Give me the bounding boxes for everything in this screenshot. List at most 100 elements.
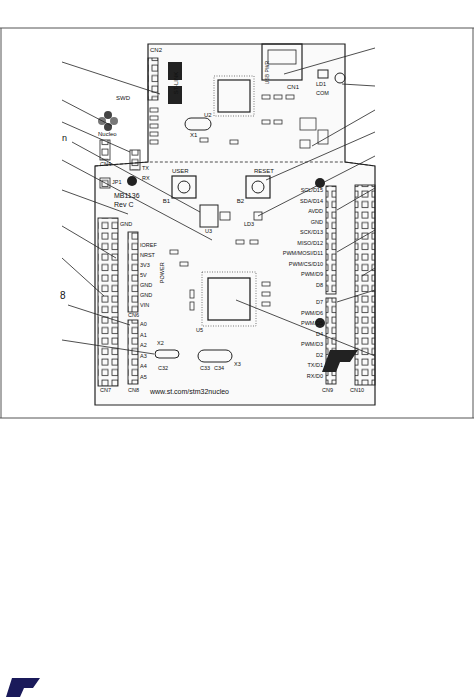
- silkscreen-label: VIN: [140, 303, 149, 309]
- leader-line: [62, 62, 212, 354]
- leader-line: [236, 48, 375, 356]
- silkscreen-label: A2: [140, 343, 147, 349]
- swd-header: [148, 58, 158, 100]
- silkscreen-label: JP1: [112, 180, 121, 186]
- frame-line: [473, 28, 474, 418]
- silkscreen-label: TX/D1: [307, 363, 323, 369]
- silkscreen-label: GND: [140, 283, 152, 289]
- silkscreen-label: USER: [172, 168, 189, 174]
- silkscreen-label: CN6: [128, 313, 139, 319]
- silkscreen-label: A5: [140, 375, 147, 381]
- silkscreen-label: CN8: [128, 388, 139, 394]
- silkscreen-label: POWER: [159, 263, 165, 284]
- silkscreen-label: B1: [163, 198, 170, 204]
- silkscreen-label: COM: [316, 91, 329, 97]
- silkscreen-label: GND: [120, 222, 132, 228]
- silkscreen-label: A1: [140, 333, 147, 339]
- callout-number: n: [62, 134, 67, 143]
- user-button: [172, 176, 196, 198]
- board-outline: [95, 44, 375, 405]
- nucleo-logo: [98, 111, 118, 131]
- mounting-hole: [127, 176, 137, 186]
- silkscreen-label: PWM/D9: [301, 272, 323, 278]
- silkscreen-label: NRST: [140, 253, 155, 259]
- silkscreen-label: GND: [311, 220, 323, 226]
- crystal: [185, 118, 211, 130]
- silkscreen-label: TX: [142, 166, 149, 172]
- silkscreen-label: www.st.com/stm32nucleo: [150, 388, 229, 395]
- silkscreen-label: RX/D0: [307, 374, 323, 380]
- st-logo: [322, 350, 358, 372]
- silkscreen-label: D8: [316, 283, 323, 289]
- silkscreen-label: X2: [157, 341, 164, 347]
- silkscreen-label: CN7: [100, 388, 111, 394]
- silkscreen-label: LD1: [316, 82, 326, 88]
- stlink-mcu: [218, 80, 250, 112]
- mounting-hole: [315, 178, 325, 188]
- smd-components: [170, 240, 270, 310]
- reset-button: [246, 176, 270, 198]
- arduino-header: [128, 320, 138, 384]
- target-mcu: [202, 272, 256, 326]
- silkscreen-label: X3: [234, 362, 241, 368]
- silkscreen-label: Nucleo: [98, 131, 117, 137]
- silkscreen-label: 3V3: [140, 263, 150, 269]
- crystal: [198, 350, 232, 362]
- silkscreen-label: LD3: [244, 222, 254, 228]
- header: [100, 140, 110, 160]
- regulator: [200, 205, 218, 227]
- silkscreen-label: GND: [140, 293, 152, 299]
- silkscreen-label: CN1: [287, 84, 299, 90]
- silkscreen-label: PWM/CS/D10: [289, 262, 323, 268]
- silkscreen-label: RESET: [254, 168, 274, 174]
- silkscreen-label: USB PWR: [266, 60, 271, 83]
- silkscreen-label: SCK/D13: [300, 230, 323, 236]
- silkscreen-label: PWM/D6: [301, 311, 323, 317]
- silkscreen-label: AVDD: [308, 209, 323, 215]
- st-logo: [6, 678, 40, 697]
- frame-line: [1, 28, 2, 418]
- jumper-cn11: [335, 73, 345, 83]
- silkscreen-label: PWM/MOSI/D11: [283, 251, 323, 257]
- silkscreen-label: C34: [214, 366, 224, 372]
- silkscreen-label: X1: [190, 132, 197, 138]
- crystal: [155, 350, 179, 358]
- silkscreen-label: D2: [316, 353, 323, 359]
- silkscreen-label: IOREF: [140, 243, 157, 249]
- silkscreen-label: CN9: [322, 388, 333, 394]
- morpho-header: [98, 218, 118, 386]
- silkscreen-label: CN2: [150, 47, 162, 53]
- silkscreen-label: MISO/D12: [297, 241, 323, 247]
- silkscreen-label: SWD: [116, 95, 130, 101]
- silkscreen-label: A0: [140, 322, 147, 328]
- arduino-header: [128, 232, 138, 312]
- frame-line: [0, 28, 474, 29]
- silkscreen-label: Rev C: [114, 201, 133, 208]
- frame-line: [0, 418, 474, 419]
- silkscreen-label: PWM/D5: [301, 321, 323, 327]
- callout-number: 8: [60, 291, 66, 301]
- silkscreen-label: RX: [142, 176, 150, 182]
- silkscreen-label: CN4: [100, 162, 111, 168]
- silkscreen-label: ST-LINK: [173, 72, 179, 95]
- led: [220, 212, 230, 220]
- silkscreen-label: CN10: [350, 388, 364, 394]
- led: [318, 70, 328, 78]
- silkscreen-label: U2: [204, 112, 212, 118]
- silkscreen-label: 5V: [140, 273, 147, 279]
- silkscreen-label: D7: [316, 300, 323, 306]
- silkscreen-label: U5: [196, 328, 203, 334]
- arduino-header: [326, 186, 336, 294]
- silkscreen-label: SCL/D15: [301, 188, 323, 194]
- silkscreen-label: U3: [205, 229, 212, 235]
- silkscreen-label: B2: [237, 198, 244, 204]
- silkscreen-label: PWM/D3: [301, 342, 323, 348]
- silkscreen-label: A4: [140, 364, 147, 370]
- silkscreen-label: C32: [158, 366, 168, 372]
- smd-components: [150, 95, 328, 148]
- silkscreen-label: D4: [316, 332, 323, 338]
- silkscreen-label: SDA/D14: [300, 199, 323, 205]
- silkscreen-label: C33: [200, 366, 210, 372]
- silkscreen-label: MB1136: [114, 192, 140, 199]
